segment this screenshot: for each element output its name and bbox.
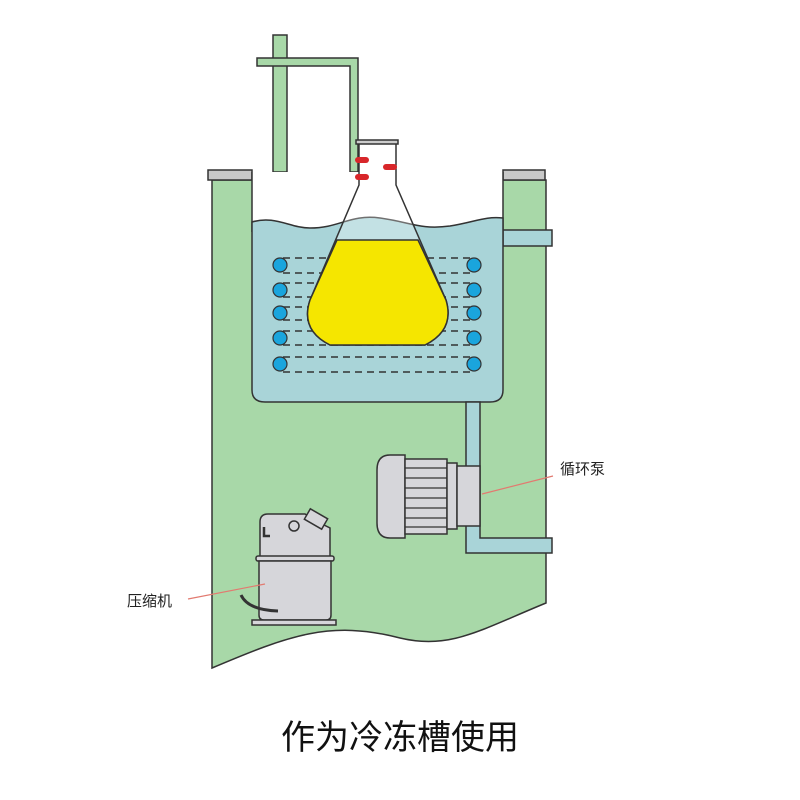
caption: 作为冷冻槽使用 <box>281 718 519 758</box>
top-pipes <box>256 34 359 173</box>
flask-liquid <box>306 239 449 346</box>
pump-leader-line <box>481 475 554 495</box>
lid-left <box>207 169 253 181</box>
pump-pipe <box>465 401 553 554</box>
lid-right <box>502 169 546 181</box>
compressor-leader-line <box>187 583 266 600</box>
compressor <box>239 507 337 626</box>
pump-label: 循环泵 <box>560 460 606 478</box>
coil-tubes <box>272 257 482 372</box>
flask <box>306 139 449 346</box>
stopper-marks <box>355 157 397 180</box>
outlet-pipe <box>502 229 553 247</box>
compressor-label: 压缩机 <box>127 592 173 610</box>
circulation-pump <box>376 454 481 539</box>
